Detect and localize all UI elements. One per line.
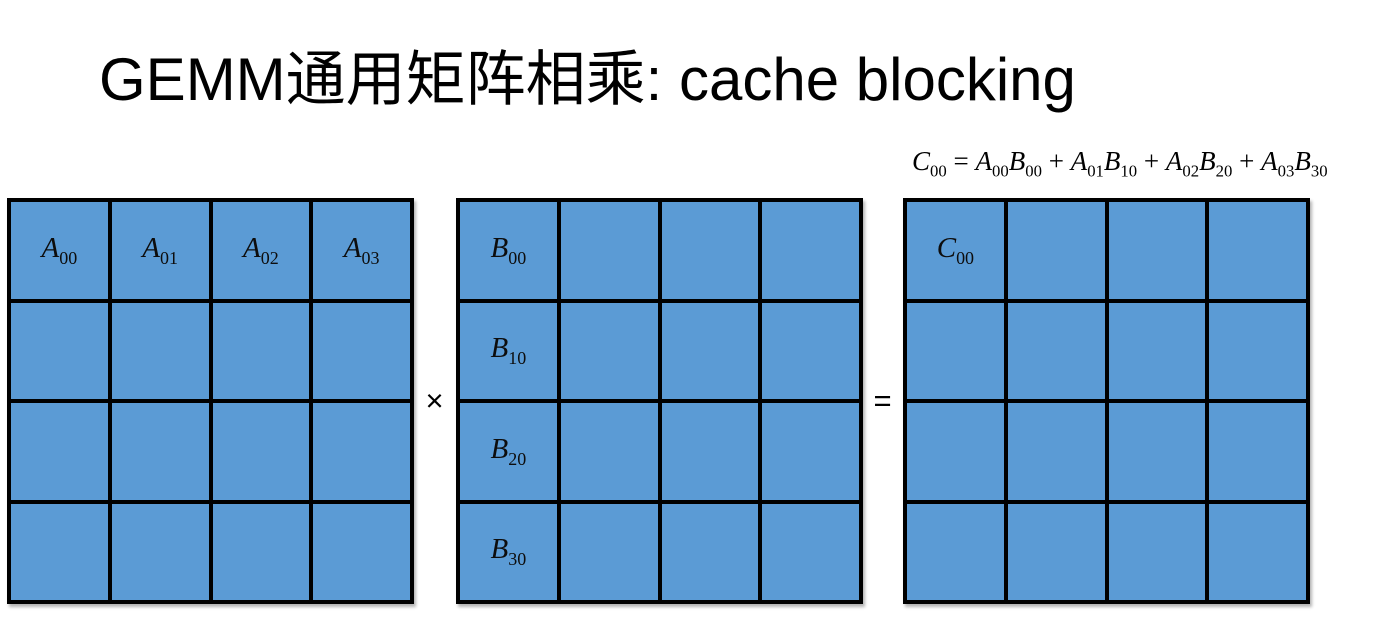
matrix-a-cell-2-2 [212,403,310,500]
cell-label-a02: A02 [243,231,279,268]
matrix-b-cell-0-1 [560,202,658,299]
cell-label-b00: B00 [490,231,527,268]
matrix-a-cell-1-3 [313,302,410,399]
matrix-b-cell-1-3 [762,302,859,399]
matrix-a-cell-2-0 [11,403,108,500]
formula-term-c00: C00 [912,146,947,181]
cell-label-c00: C00 [936,231,975,268]
matrix-a-cell-2-1 [111,403,209,500]
matrix-c-cell-2-2 [1108,403,1206,500]
matrix-a-cell-3-1 [111,503,209,600]
cell-label-a00: A00 [41,231,78,268]
cell-label-a01: A01 [142,231,178,268]
matrix-b-cell-2-3 [762,403,859,500]
matrix-b-cell-3-3 [762,503,859,600]
matrix-b-cell-2-1 [560,403,658,500]
matrix-c-cell-2-0 [907,403,1004,500]
formula-term-a03: A03 [1261,146,1295,181]
multiply-operator: × [425,383,444,418]
matrix-c-cell-0-2 [1108,202,1206,299]
formula-term-b10: B10 [1103,146,1138,181]
formula-term-a00: A00 [975,146,1009,181]
slide-title: GEMM通用矩阵相乘: cache blocking [99,46,1076,114]
matrix-b-cell-1-0: B10 [460,302,557,399]
cell-label-b10: B10 [490,332,527,369]
matrix-a-cell-3-3 [313,503,410,600]
matrix-a-cell-3-0 [11,503,108,600]
formula-term-b00: B00 [1008,146,1042,181]
formula-operator: + [1232,146,1262,176]
matrix-c-cell-0-3 [1209,202,1306,299]
matrix-c-cell-0-1 [1007,202,1105,299]
formula-term-b20: B20 [1199,146,1233,181]
formula-operator: + [1137,146,1166,176]
matrix-b-cell-3-2 [661,503,759,600]
cell-label-b20: B20 [490,432,527,469]
matrix-a-cell-0-3: A03 [313,202,410,299]
matrix-b-cell-3-1 [560,503,658,600]
matrix-c-cell-3-1 [1007,503,1105,600]
matrix-b-cell-0-0: B00 [460,202,557,299]
matrix-a-cell-2-3 [313,403,410,500]
matrix-c-cell-3-3 [1209,503,1306,600]
formula-term-a02: A02 [1165,146,1200,181]
matrix-a-cell-0-1: A01 [111,202,209,299]
matrix-a-cell-1-2 [212,302,310,399]
matrix-a-cell-0-0: A00 [11,202,108,299]
formula: C00 = A00B00 + A01B10 + A02B20 + A03B30 [912,143,1328,183]
matrix-a: A00 A01 A02 A03 [7,198,414,604]
matrix-a-cell-0-2: A02 [212,202,310,299]
matrix-b-cell-0-3 [762,202,859,299]
matrix-b-cell-3-0: B30 [460,503,557,600]
matrix-a-cell-1-0 [11,302,108,399]
matrix-b-cell-1-2 [661,302,759,399]
formula-term-a01: A01 [1070,146,1104,181]
matrix-c-cell-0-0: C00 [907,202,1004,299]
matrix-a-cell-1-1 [111,302,209,399]
matrix-c-cell-1-3 [1209,302,1306,399]
matrix-c-cell-2-1 [1007,403,1105,500]
matrix-c-cell-3-2 [1108,503,1206,600]
matrix-b-cell-0-2 [661,202,759,299]
matrix-a-cell-3-2 [212,503,310,600]
matrix-c-cell-1-2 [1108,302,1206,399]
matrix-b-cell-1-1 [560,302,658,399]
cell-label-b30: B30 [490,533,527,570]
matrix-c-cell-3-0 [907,503,1004,600]
matrix-c: C00 [903,198,1310,604]
matrix-b-cell-2-0: B20 [460,403,557,500]
matrix-c-cell-2-3 [1209,403,1306,500]
formula-operator: + [1041,146,1071,176]
equals-operator: = [873,383,892,418]
formula-operator: = [946,146,976,176]
matrix-b-cell-2-2 [661,403,759,500]
formula-term-b30: B30 [1294,146,1328,181]
matrix-c-cell-1-1 [1007,302,1105,399]
cell-label-a03: A03 [343,231,380,268]
matrix-c-cell-1-0 [907,302,1004,399]
